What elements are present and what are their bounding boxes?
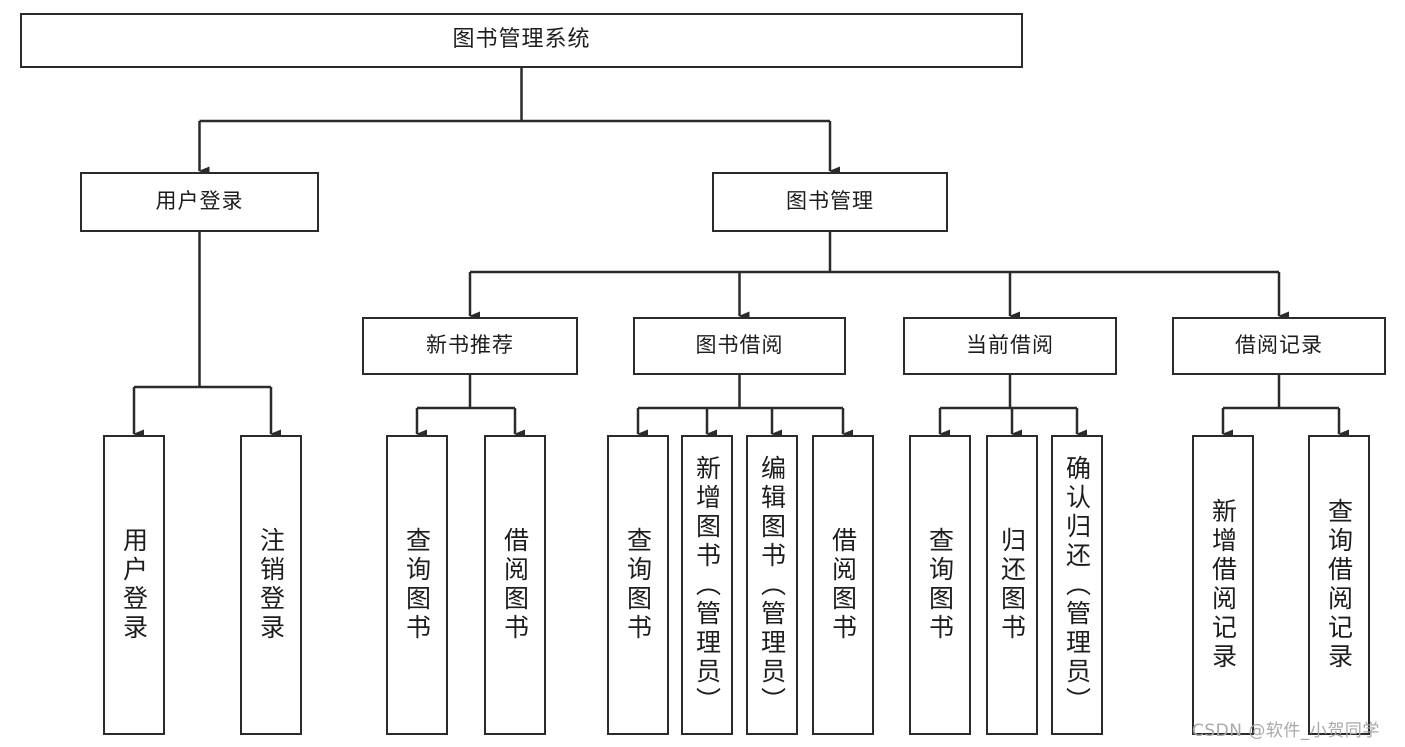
node-borrow-record[interactable]: 借阅记录 (1172, 317, 1386, 375)
node-leaf-user-logout[interactable]: 注销登录 (240, 435, 302, 735)
node-label: 归还图书 (997, 527, 1027, 643)
node-label: 注销登录 (256, 527, 286, 643)
node-label: 用户登录 (155, 189, 244, 214)
node-book-borrow[interactable]: 图书借阅 (633, 317, 846, 375)
node-leaf-add-book[interactable]: 新增图书（管理员） (681, 435, 733, 735)
node-user-login[interactable]: 用户登录 (80, 172, 319, 232)
node-leaf-confirm-ret[interactable]: 确认归还（管理员） (1051, 435, 1103, 735)
node-label: 确认归还（管理员） (1062, 454, 1092, 716)
node-leaf-add-record[interactable]: 新增借阅记录 (1192, 435, 1254, 735)
node-leaf-query-record[interactable]: 查询借阅记录 (1308, 435, 1370, 735)
node-label: 查询图书 (925, 527, 955, 643)
node-leaf-return-book[interactable]: 归还图书 (986, 435, 1038, 735)
node-book-manage[interactable]: 图书管理 (712, 172, 948, 232)
node-label: 新增借阅记录 (1208, 498, 1238, 672)
node-label: 借阅图书 (500, 527, 530, 643)
node-leaf-edit-book[interactable]: 编辑图书（管理员） (746, 435, 798, 735)
node-label: 借阅记录 (1235, 333, 1323, 358)
node-root[interactable]: 图书管理系统 (20, 13, 1023, 68)
node-label: 查询图书 (623, 527, 653, 643)
node-leaf-borrow-book-1[interactable]: 借阅图书 (484, 435, 546, 735)
node-label: 当前借阅 (966, 333, 1054, 358)
node-label: 新书推荐 (426, 333, 514, 358)
node-leaf-user-login[interactable]: 用户登录 (103, 435, 165, 735)
node-label: 查询借阅记录 (1324, 498, 1354, 672)
node-label: 借阅图书 (828, 527, 858, 643)
node-leaf-query-book-2[interactable]: 查询图书 (607, 435, 669, 735)
node-leaf-query-book-1[interactable]: 查询图书 (386, 435, 448, 735)
node-leaf-borrow-book-2[interactable]: 借阅图书 (812, 435, 874, 735)
node-label: 编辑图书（管理员） (757, 454, 787, 716)
node-leaf-query-book-3[interactable]: 查询图书 (909, 435, 971, 735)
node-label: 查询图书 (402, 527, 432, 643)
node-new-book-rec[interactable]: 新书推荐 (362, 317, 578, 375)
node-label: 新增图书（管理员） (692, 454, 722, 716)
node-current-borrow[interactable]: 当前借阅 (903, 317, 1117, 375)
node-label: 用户登录 (119, 527, 149, 643)
node-label: 图书管理系统 (452, 27, 591, 53)
node-label: 图书借阅 (695, 333, 784, 358)
node-label: 图书管理 (786, 189, 874, 214)
